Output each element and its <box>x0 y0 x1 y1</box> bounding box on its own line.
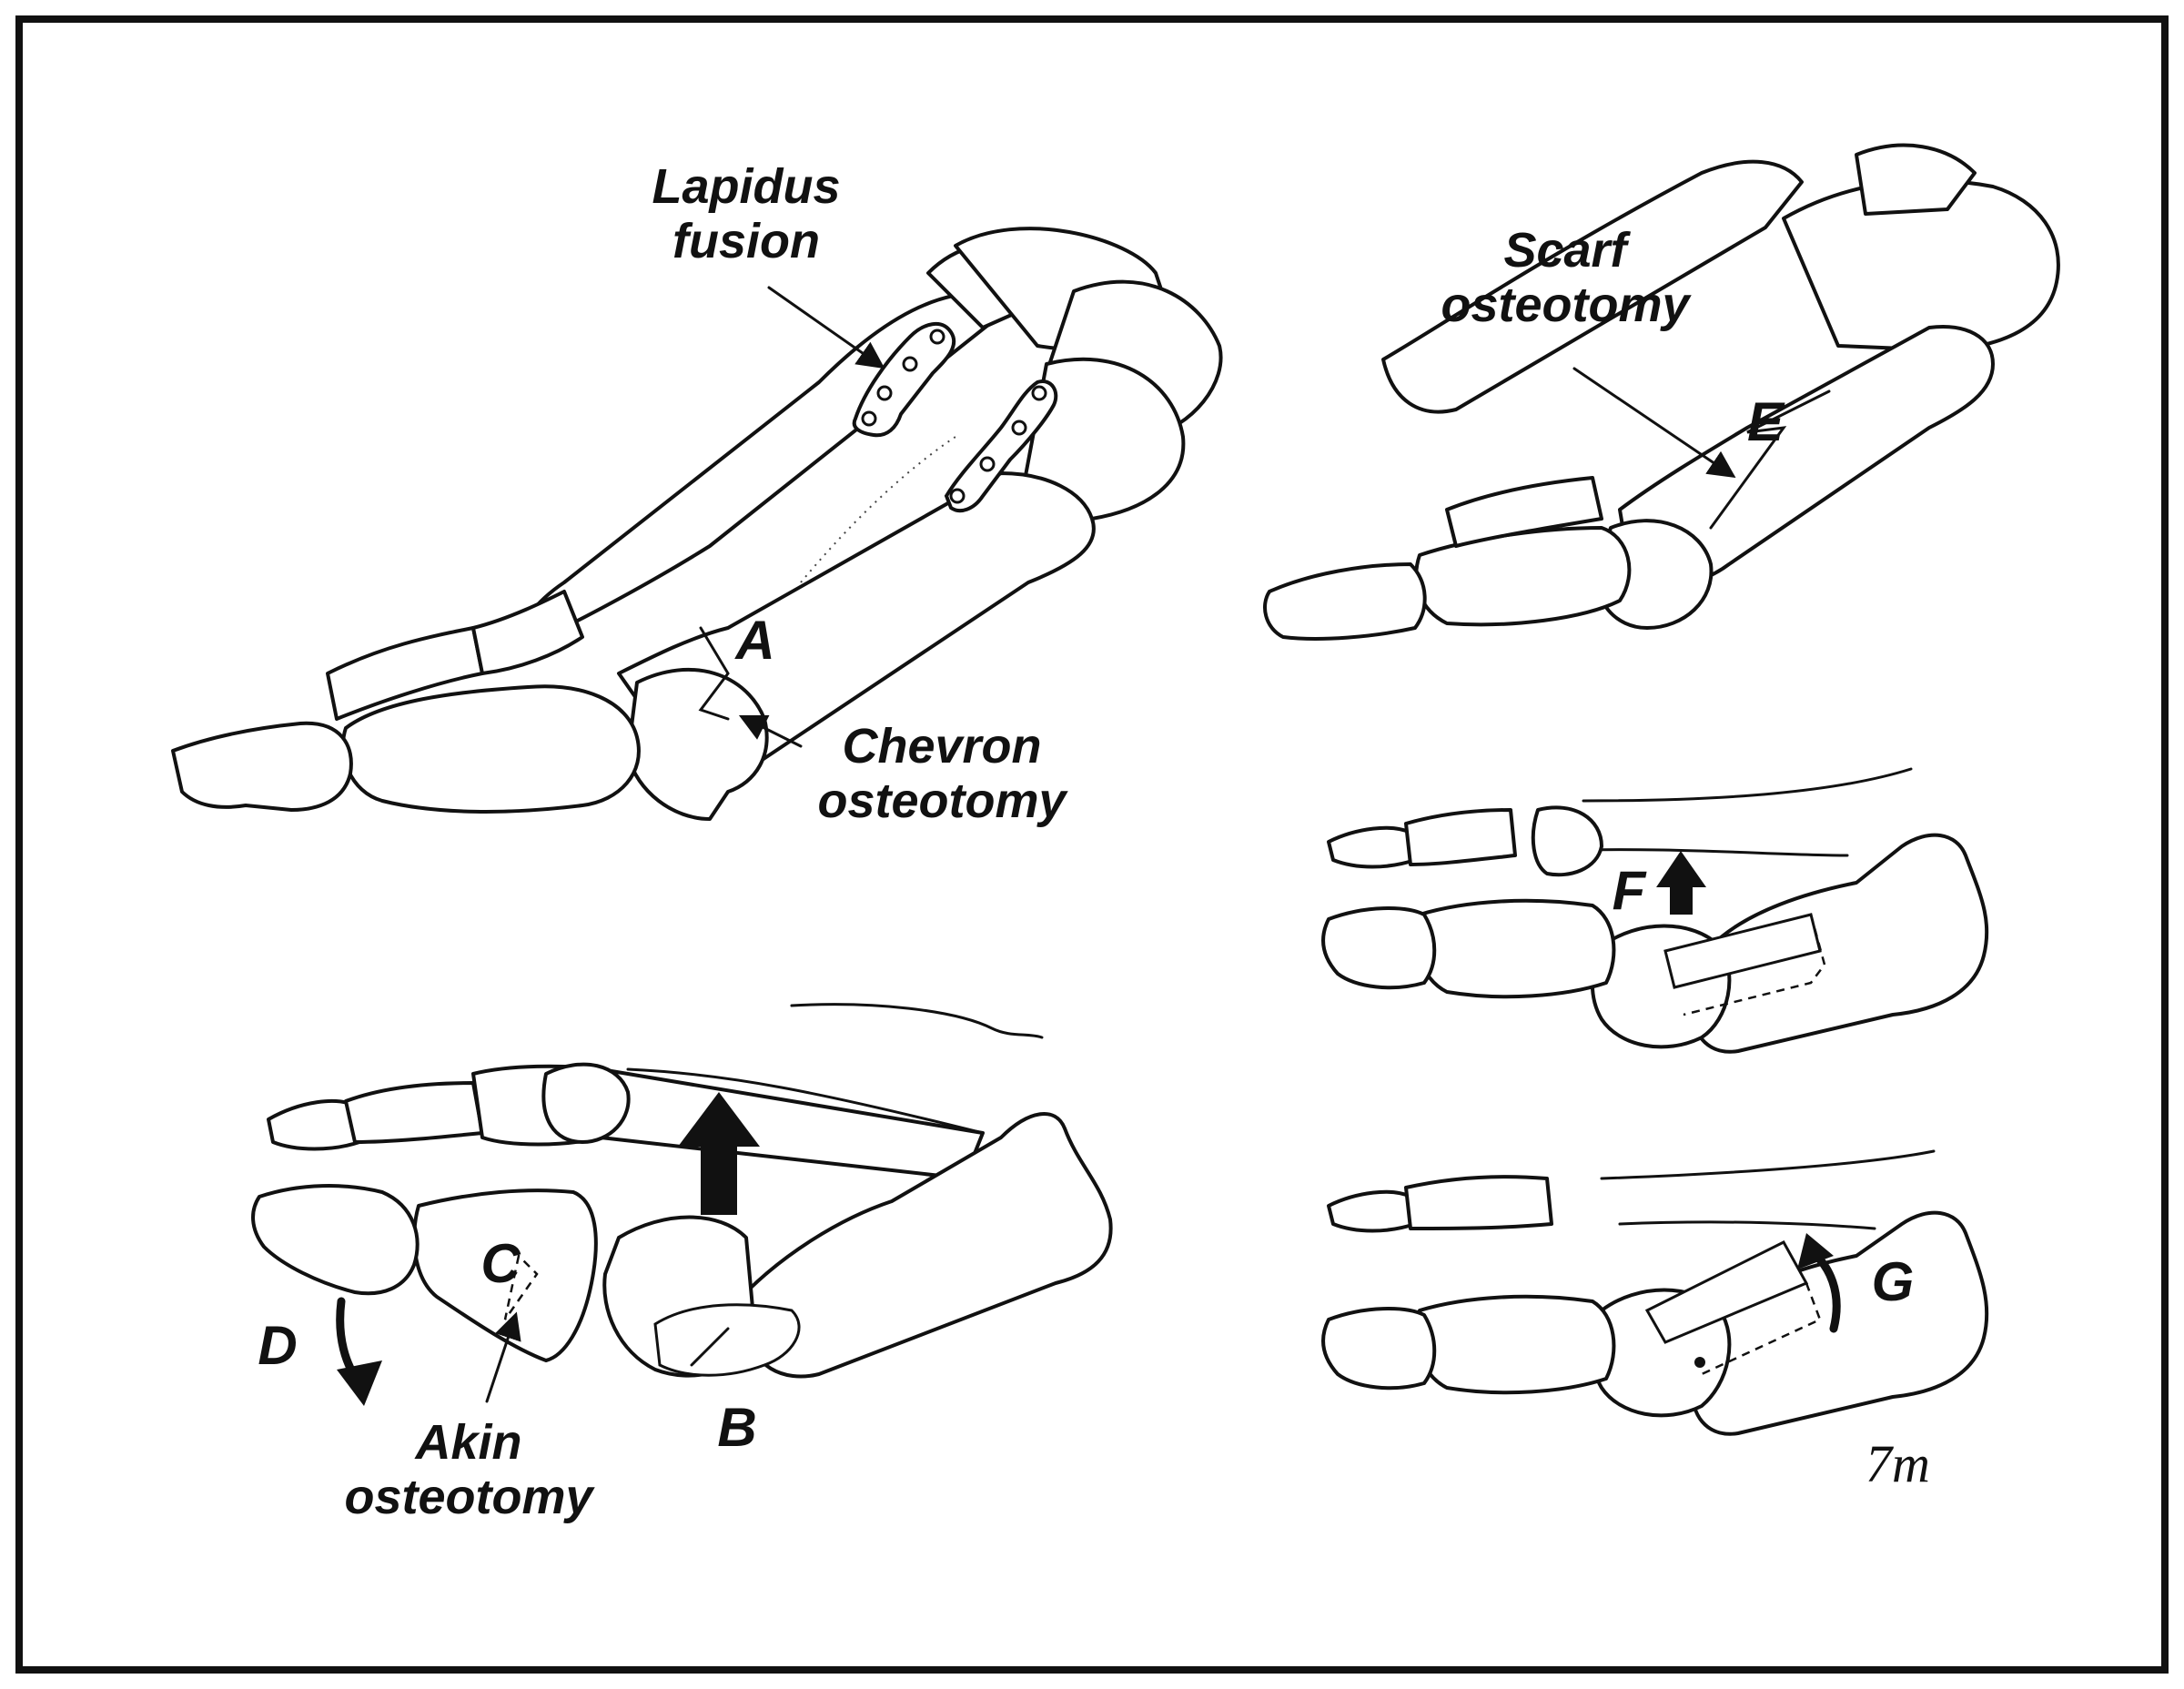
letter-e: E <box>1746 391 1785 452</box>
arrow-chevron <box>738 714 803 748</box>
label-lapidus-fusion: Lapidus fusion <box>652 159 841 269</box>
label-scarf-osteotomy: Scarf osteotomy <box>1441 223 1690 333</box>
panel-lapidus-chevron <box>171 227 1223 821</box>
arrow-akin <box>485 1311 521 1403</box>
letter-a: A <box>735 610 775 671</box>
panel-g <box>1321 1149 1989 1436</box>
panel-f <box>1321 767 1989 1054</box>
letter-f: F <box>1612 860 1646 921</box>
panel-akin <box>251 1003 1113 1406</box>
lapidus-plate-2 <box>944 379 1058 513</box>
letter-d: D <box>258 1315 298 1376</box>
lapidus-plate-1 <box>852 322 956 438</box>
label-chevron-osteotomy: Chevron osteotomy <box>817 719 1067 829</box>
letter-b: B <box>717 1397 757 1458</box>
panel-scarf <box>1263 143 2060 641</box>
arrow-scarf <box>1572 367 1736 479</box>
artist-signature: 7m <box>1866 1434 1930 1493</box>
label-akin-osteotomy: Akin osteotomy <box>344 1415 593 1525</box>
outer-frame <box>15 15 2169 1674</box>
letter-c: C <box>480 1233 521 1294</box>
letter-g: G <box>1871 1251 1915 1312</box>
arrow-lapidus <box>767 286 885 369</box>
